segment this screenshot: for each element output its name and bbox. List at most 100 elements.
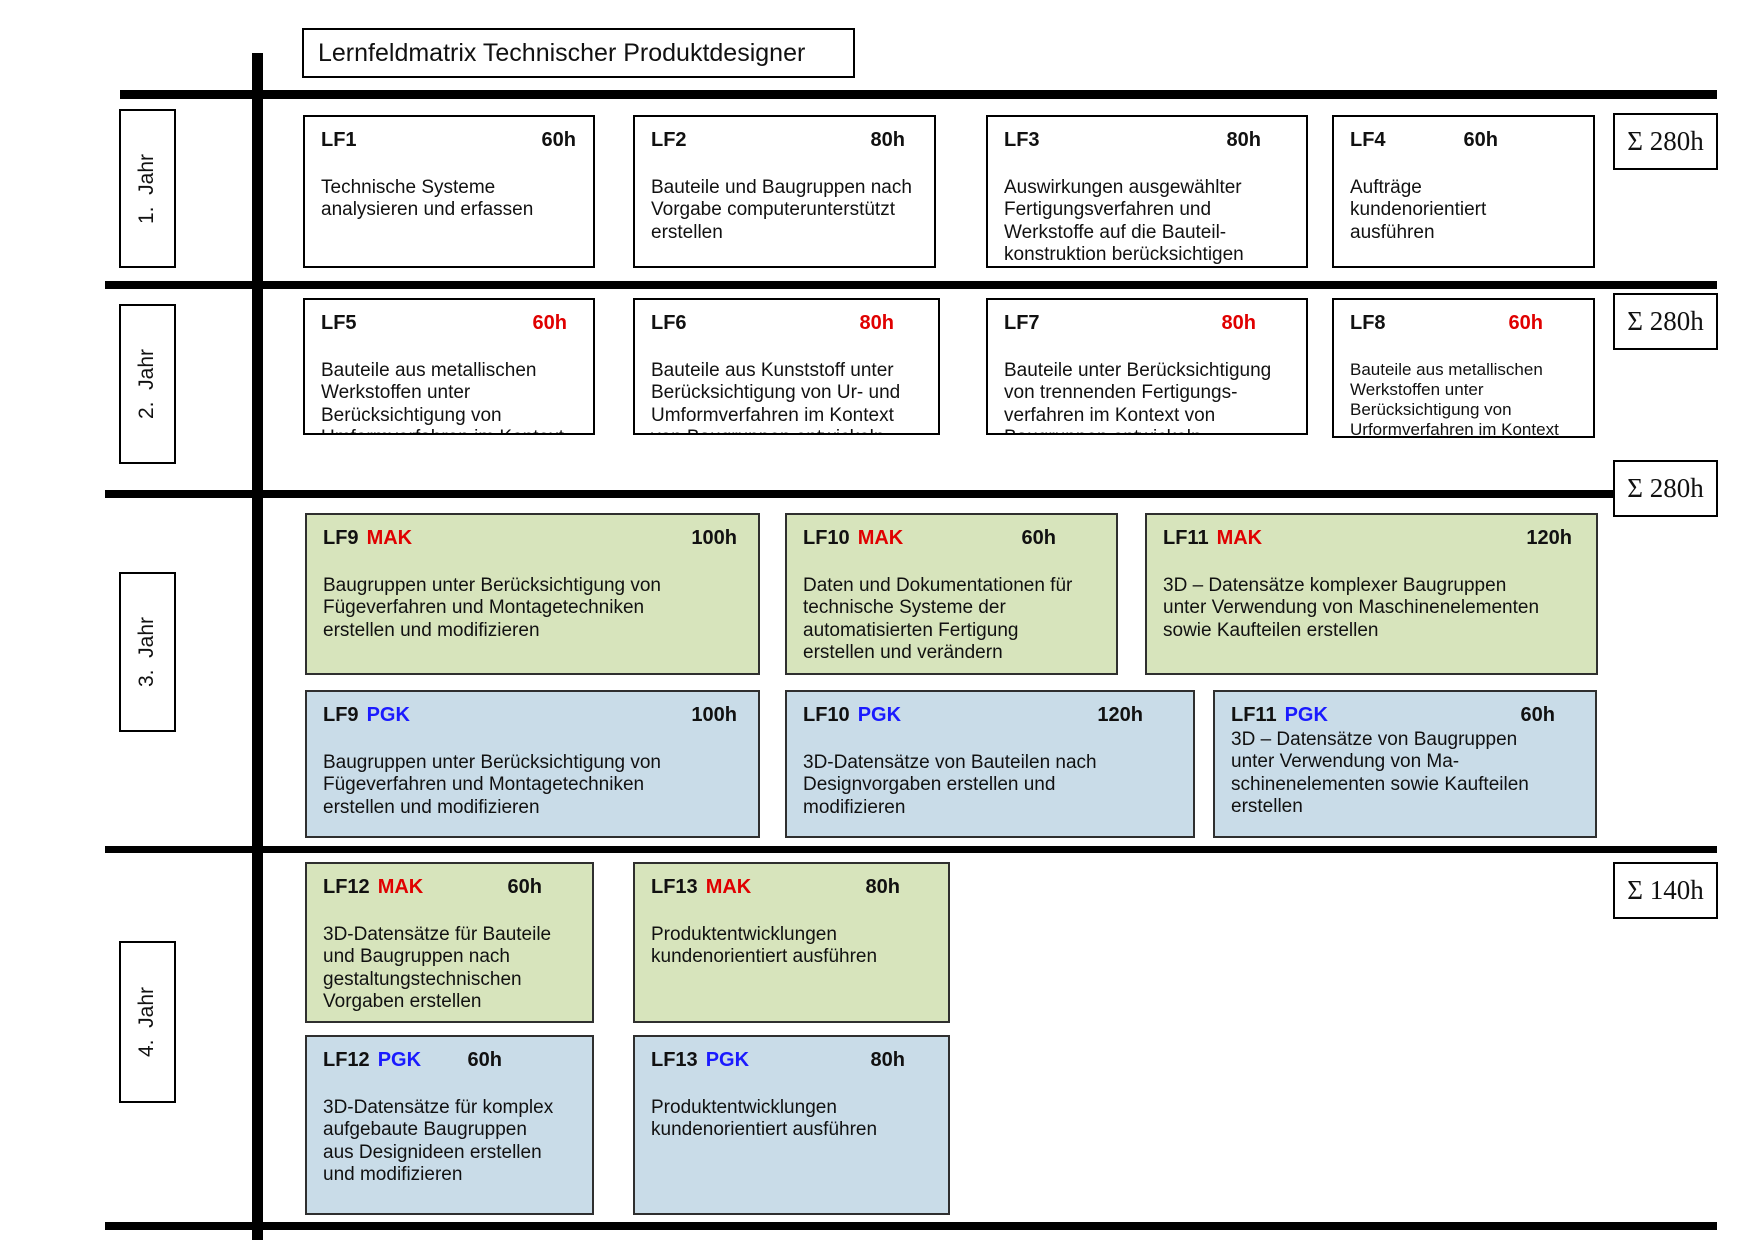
- sum-hours-text: Σ 280h: [1627, 306, 1704, 336]
- lf-code-text: LF10: [803, 704, 850, 726]
- lf-code: LF13 MAK: [651, 876, 751, 898]
- lf-description: Daten und Dokumentationen für technische…: [803, 575, 1073, 664]
- lf-description: Baugruppen unter Berücksichtigung von Fü…: [323, 575, 662, 641]
- lf-description: Produktentwicklungen kundenorientiert au…: [651, 1097, 878, 1141]
- row-separator-year1-year2: [105, 281, 1717, 289]
- lf-hours: 120h: [1526, 527, 1572, 549]
- year-label-1: 1. Jahr: [119, 109, 176, 268]
- lf-code: LF1: [321, 129, 357, 151]
- lf-description: Produktentwicklungen kundenorientiert au…: [651, 924, 878, 968]
- lf-hours: 100h: [691, 527, 737, 549]
- lf-header: LF4 60h: [1334, 117, 1593, 151]
- lf-hours: 60h: [507, 876, 542, 898]
- sum-hours-text: Σ 140h: [1627, 875, 1704, 905]
- lf-code: LF9 PGK: [323, 704, 410, 726]
- sum-hours-text: Σ 280h: [1627, 473, 1704, 503]
- lf-code: LF3: [1004, 129, 1040, 151]
- lf-code: LF6: [651, 312, 687, 334]
- lernfeld-box-lf13-mak: LF13 MAK 80h Produktentwicklungen kundenor…: [633, 862, 950, 1023]
- lf-hours: 60h: [467, 1049, 502, 1071]
- sum-hours-text: Σ 280h: [1627, 126, 1704, 156]
- lf-description: Auswirkungen ausgewählter Fertigungsverf…: [1004, 177, 1244, 266]
- row-separator-year3-year4: [105, 846, 1717, 853]
- lf-code-text: LF9: [323, 527, 359, 549]
- lf-code-text: LF10: [803, 527, 850, 549]
- lf-code: LF13 PGK: [651, 1049, 749, 1071]
- lf-hours: 60h: [1021, 527, 1056, 549]
- lf-code-text: LF9: [323, 704, 359, 726]
- lf-hours: 80h: [859, 312, 894, 334]
- lf-hours: 80h: [870, 1049, 905, 1071]
- row-separator-year2-year3: [105, 490, 1717, 498]
- lernfeld-box-lf13-pgk: LF13 PGK 80h Produktentwicklungen kundenor…: [633, 1035, 950, 1215]
- lf-code: LF8: [1350, 312, 1386, 334]
- year-label-text: 2. Jahr: [135, 348, 159, 420]
- lf-description: Bauteile aus metallischen Werkstoffen un…: [321, 360, 564, 433]
- lf-code: LF5: [321, 312, 357, 334]
- lf-description: Technische Systeme analysieren und erfas…: [321, 177, 534, 221]
- lf-code: LF11 PGK: [1231, 704, 1328, 726]
- diagram-title: Lernfeldmatrix Technischer Produktdesign…: [318, 38, 806, 67]
- lf-hours: 80h: [865, 876, 900, 898]
- lf-description: 3D – Datensätze komplexer Baugruppen unt…: [1163, 575, 1540, 641]
- lf-tag-pgk: PGK: [366, 704, 410, 726]
- lf-hours: 100h: [691, 704, 737, 726]
- sum-hours-badge-year2: Σ 280h: [1613, 293, 1718, 350]
- lf-description: 3D – Datensätze von Baugruppen unter Ver…: [1231, 729, 1529, 818]
- lf-hours: 60h: [1463, 129, 1498, 151]
- lf-hours: 60h: [532, 312, 567, 334]
- year-label-text: 3. Jahr: [135, 616, 159, 688]
- lf-description: Bauteile und Baugruppen nach Vorgabe com…: [651, 177, 912, 243]
- lf-code-text: LF13: [651, 876, 698, 898]
- row-separator-top: [120, 90, 1717, 99]
- lernfeld-box-lf9-pgk: LF9 PGK 100h Baugruppen unter Berücksichti…: [305, 690, 760, 838]
- year-label-4: 4. Jahr: [119, 941, 176, 1103]
- year-label-2: 2. Jahr: [119, 304, 176, 464]
- matrix-axis-line: [252, 53, 263, 1240]
- lf-code-text: LF11: [1231, 704, 1277, 726]
- lf-description: Baugruppen unter Berücksichtigung von Fü…: [323, 752, 662, 818]
- lf-tag-mak: MAK: [705, 876, 752, 898]
- lf-description: 3D-Datensätze von Bauteilen nach Designv…: [803, 752, 1097, 818]
- sum-hours-badge-year1: Σ 280h: [1613, 113, 1718, 170]
- lf-header: LF13 MAK 80h: [635, 864, 948, 898]
- lf-header: LF5 60h: [305, 300, 593, 334]
- lf-header: LF6 80h: [635, 300, 938, 334]
- lf-description: 3D-Datensätze für komplex aufgebaute Bau…: [323, 1097, 554, 1186]
- lf-description: Bauteile unter Berücksichtigung von tren…: [1004, 360, 1272, 433]
- lf-header: LF9 PGK 100h: [307, 692, 758, 726]
- lf-tag-pgk: PGK: [705, 1049, 750, 1071]
- lf-code-text: LF13: [651, 1049, 698, 1071]
- lf-hours: 120h: [1097, 704, 1143, 726]
- lf-code: LF4: [1350, 129, 1386, 151]
- lf-tag-pgk: PGK: [1284, 704, 1328, 726]
- year-label-text: 4. Jahr: [135, 986, 159, 1058]
- lf-description: Bauteile aus metallischen Werkstoffen un…: [1350, 360, 1559, 438]
- lf-code: LF2: [651, 129, 687, 151]
